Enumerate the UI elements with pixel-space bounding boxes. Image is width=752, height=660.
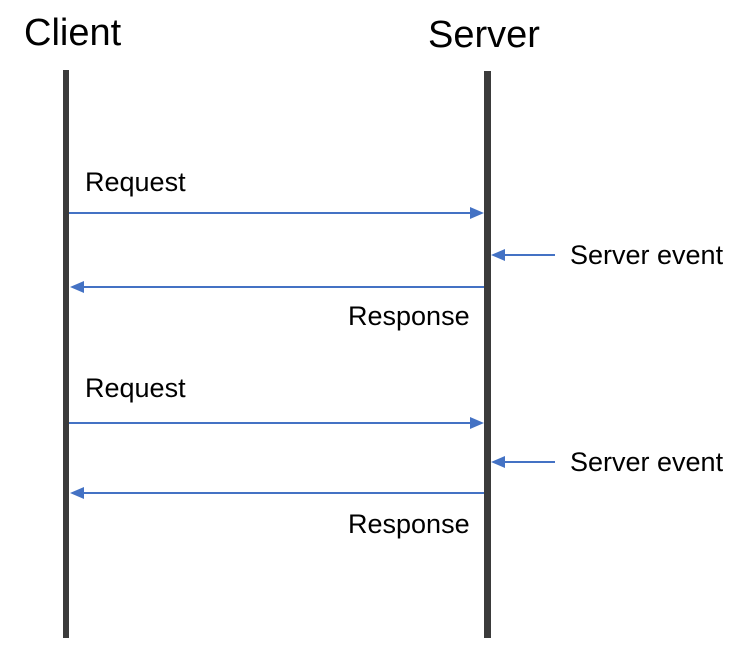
arrowhead-left-icon xyxy=(70,281,84,293)
response-label-2: Response xyxy=(348,509,470,539)
request-arrow-line-1 xyxy=(69,212,471,214)
arrowhead-right-icon xyxy=(470,417,484,429)
server-event-label-2: Server event xyxy=(570,447,724,477)
server-lifeline xyxy=(484,71,491,638)
response-arrow-line-1 xyxy=(84,286,484,288)
response-arrow-line-2 xyxy=(84,492,484,494)
server-event-arrow-line-2 xyxy=(505,461,555,463)
client-lifeline xyxy=(63,70,69,638)
server-event-label-1: Server event xyxy=(570,240,724,270)
response-label-1: Response xyxy=(348,301,470,331)
request-arrow-line-2 xyxy=(69,422,471,424)
arrowhead-left-icon xyxy=(70,487,84,499)
arrowhead-left-icon xyxy=(491,456,505,468)
server-event-arrow-line-1 xyxy=(505,254,555,256)
request-label-1: Request xyxy=(85,167,186,197)
actor-label-client: Client xyxy=(24,12,122,54)
arrowhead-right-icon xyxy=(470,207,484,219)
arrowhead-left-icon xyxy=(491,249,505,261)
request-label-2: Request xyxy=(85,373,186,403)
actor-label-server: Server xyxy=(428,14,540,56)
